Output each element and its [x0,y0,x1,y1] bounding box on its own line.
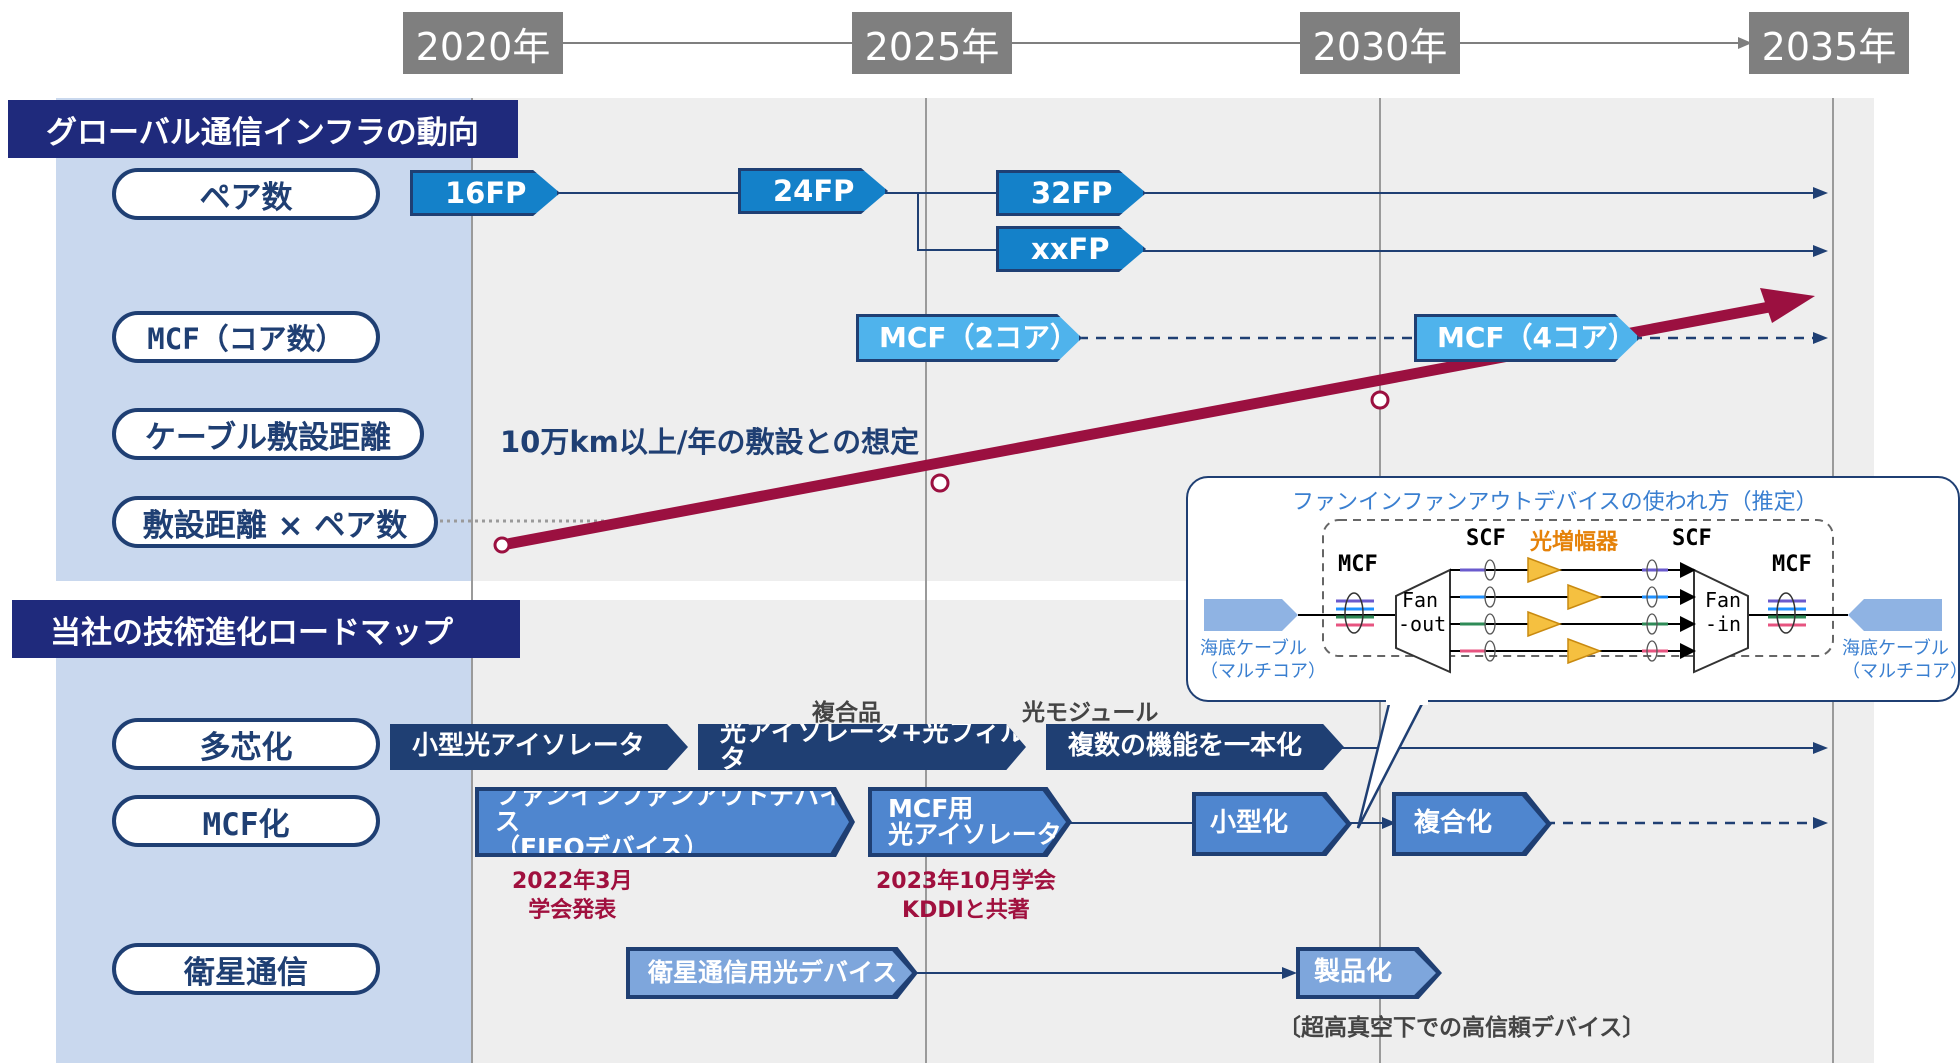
year-2020: 2020年 [403,12,563,74]
timeline-axis [560,37,1752,49]
chevron-satellite-device: 衛星通信用光デバイス [630,951,912,995]
row-label-cable-distance: ケーブル敷設距離 [112,408,424,460]
row-label-satellite: 衛星通信 [112,943,380,995]
callout-fanout: Fan-out [1398,588,1447,636]
section-title-global-infra: グローバル通信インフラの動向 [8,100,518,158]
row-label-multicore: 多芯化 [112,718,380,770]
note-2022: 2022年3月学会発表 [512,869,633,923]
chevron-24fp: 24FP [738,168,888,214]
chevron-small-isolator: 小型光アイソレータ [390,724,688,770]
trend-label: 10万km以上/年の敷設との想定 [500,425,920,459]
chevron-16fp: 16FP [410,170,560,216]
chevron-miniaturize: 小型化 [1196,796,1346,852]
callout-scf-left: SCF [1466,526,1506,551]
row-label-mcf: MCF化 [112,795,380,847]
callout-amplifier: 光増幅器 [1530,530,1619,555]
row-label-pairs: ペア数 [112,168,380,220]
chevron-mcf-2core: MCF（2コア） [856,314,1082,362]
year-2035: 2035年 [1749,12,1909,74]
fifo-schematic [1204,519,1942,674]
callout-scf-right: SCF [1672,526,1712,551]
note-high-vacuum: 〔超高真空下での高信頼デバイス〕 [1278,1015,1646,1041]
year-2030: 2030年 [1300,12,1460,74]
callout-title: ファンインファンアウトデバイスの使われ方（推定） [1292,490,1818,515]
chevron-integrated: 複数の機能を一本化 [1046,724,1344,770]
year-2025: 2025年 [852,12,1012,74]
chevron-mcf-4core: MCF（4コア） [1414,314,1640,362]
callout-cable-left: 海底ケーブル（マルチコア） [1200,638,1326,682]
section-title-roadmap: 当社の技術進化ロードマップ [12,600,520,658]
chevron-productize: 製品化 [1300,951,1436,995]
callout-pointer-gap [1386,697,1428,705]
callout-cable-right: 海底ケーブル（マルチコア） [1842,638,1960,682]
note-optical-module: 光モジュール [1022,700,1159,726]
chevron-mcf-isolator: MCF用 光アイソレータ [872,791,1066,853]
chevron-xxfp: xxFP [996,226,1146,272]
chevron-fifo-device: ファンインファンアウトデバイス （FIFOデバイス） [479,791,849,853]
note-composite-product: 複合品 [812,700,881,726]
callout-mcf-left: MCF [1338,552,1378,577]
chevron-isolator-filter: 光アイソレータ+光フィルタ [698,724,1026,770]
chevron-composite: 複合化 [1396,796,1546,852]
callout-fanin: Fan-in [1704,588,1742,636]
row-label-mcf-cores: MCF（コア数） [112,311,380,363]
callout-mcf-right: MCF [1772,552,1812,577]
chevron-32fp: 32FP [996,170,1146,216]
row-label-distance-x-pairs: 敷設距離 × ペア数 [112,496,438,548]
